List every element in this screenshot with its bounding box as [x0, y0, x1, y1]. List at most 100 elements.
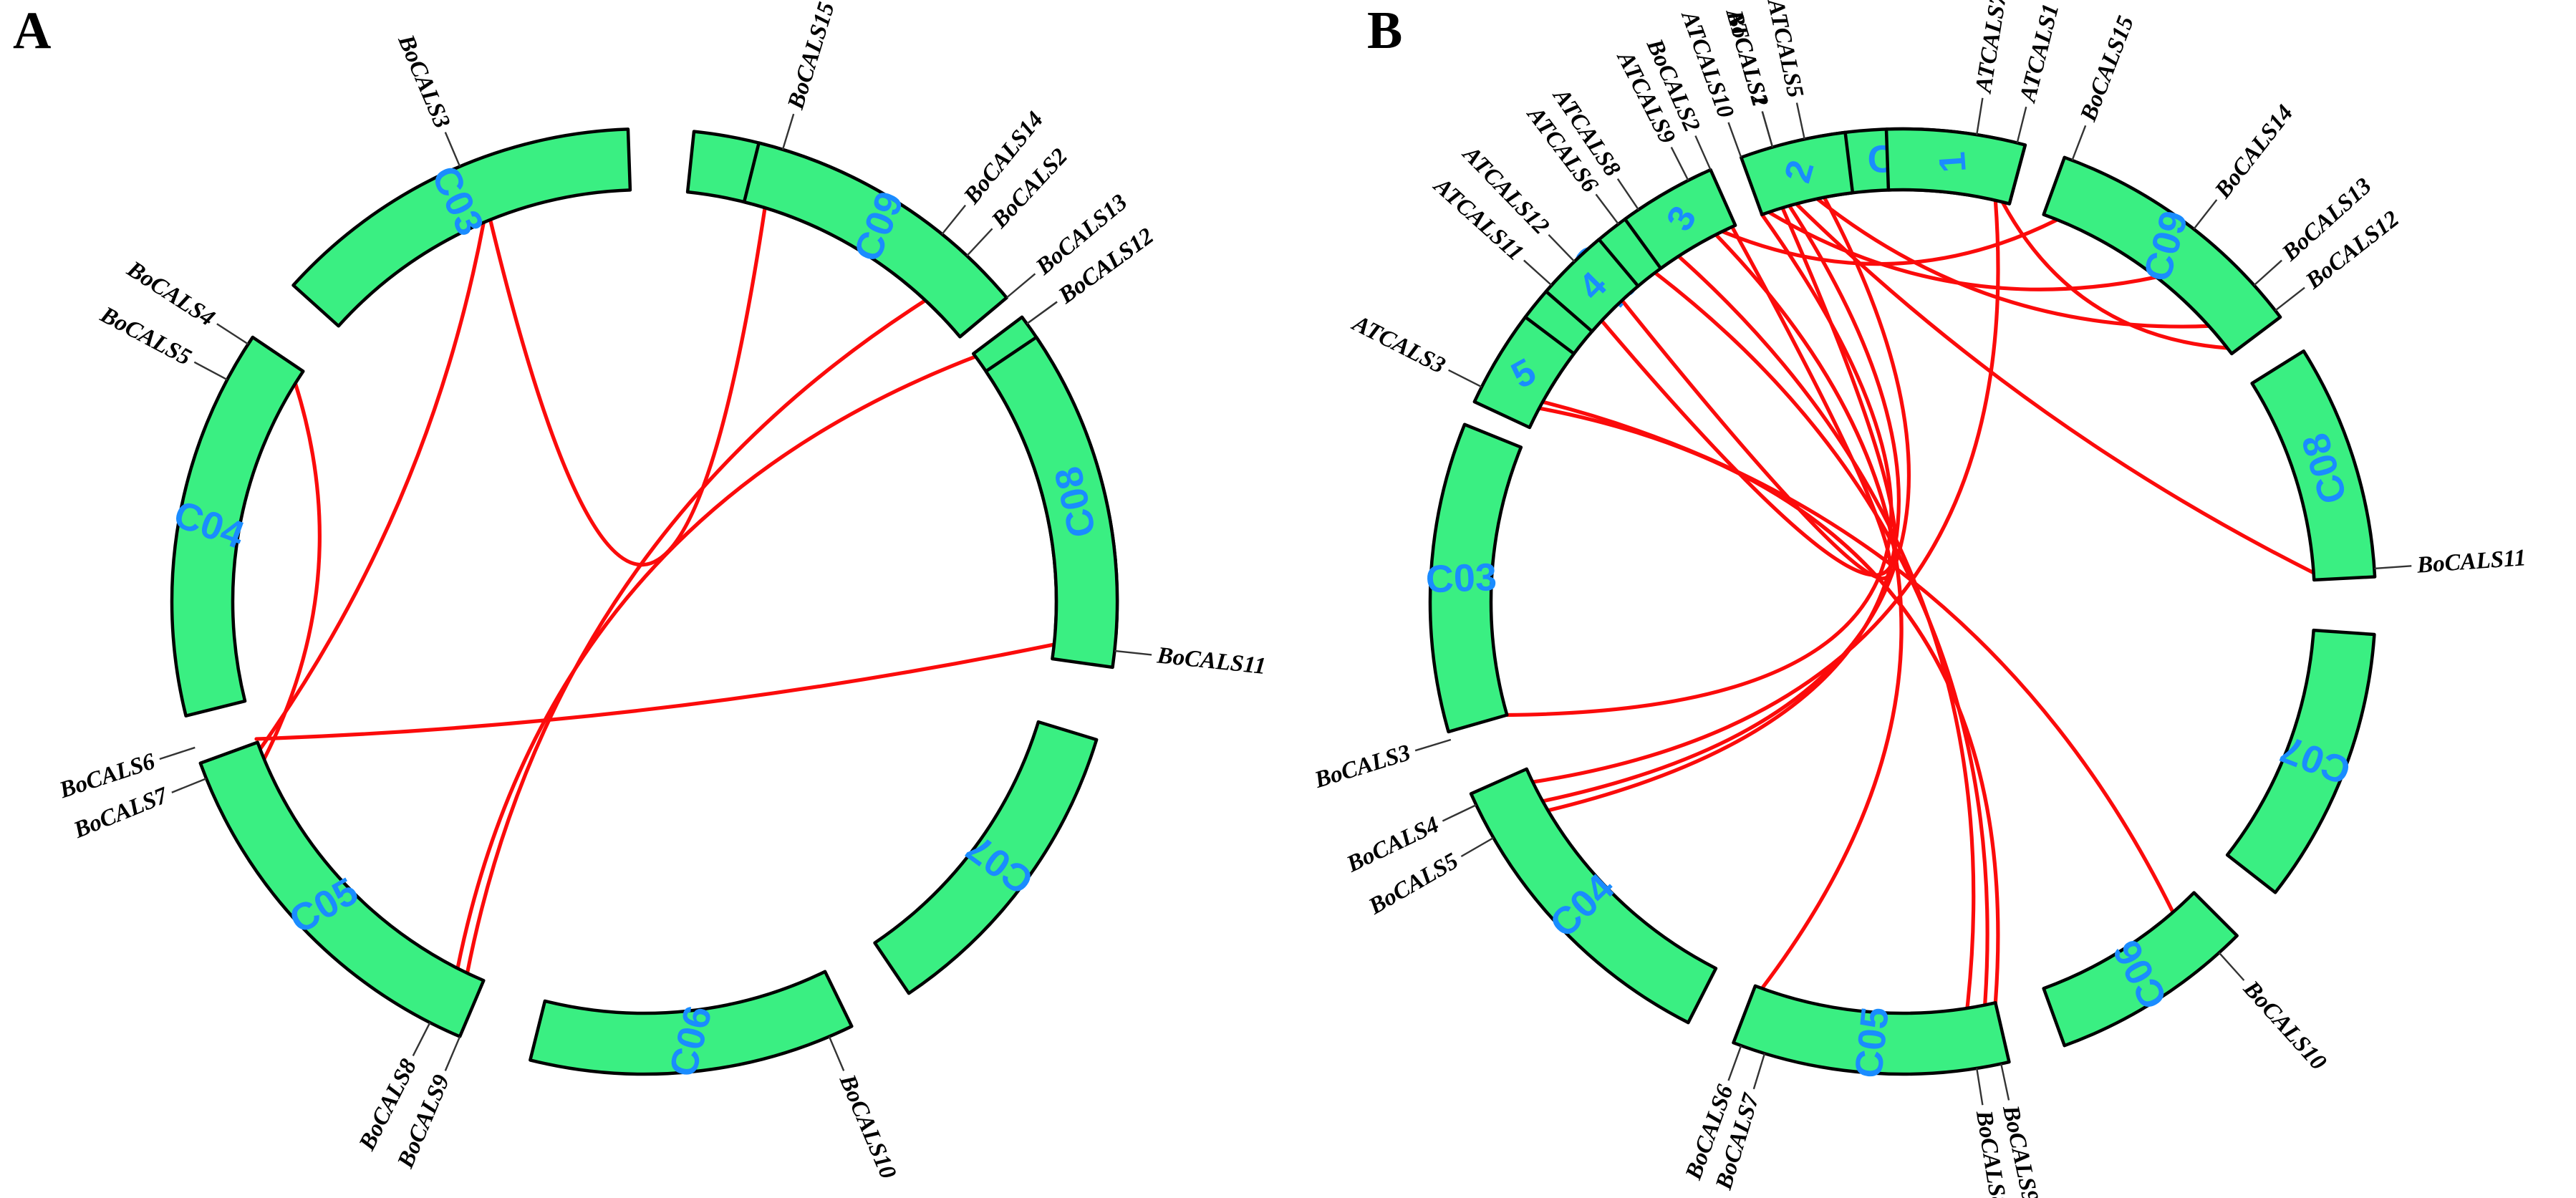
chromosome-segment-c09[interactable]	[742, 141, 1008, 339]
gene-leader-line	[2016, 106, 2027, 143]
gene-label: BoCALS15	[2075, 13, 2139, 126]
gene-leader-line	[2000, 1063, 2010, 1101]
gene-label: ATCALS3	[1347, 310, 1449, 379]
chromosome-segment-at1[interactable]	[1884, 127, 2027, 206]
chromosome-segment-c06[interactable]	[2042, 891, 2239, 1048]
gene-label: BoCALS3	[1311, 740, 1414, 793]
gene-leader-line	[216, 323, 249, 345]
panel-a-letter: A	[13, 1, 52, 60]
gene-leader-line	[444, 1036, 461, 1071]
gene-leader-line	[1795, 102, 1805, 140]
gene-label: BoCALS10	[2238, 975, 2331, 1075]
gene-leader-line	[1005, 273, 1036, 299]
gene-label: ATCALS7	[1971, 0, 2012, 96]
panel-b-circos: C01C02C03C04C05C06C07C08C0912345BoCALS1B…	[1311, 0, 2527, 1198]
gene-leader-line	[1523, 259, 1553, 286]
synteny-link	[488, 206, 767, 567]
synteny-link	[1540, 400, 2175, 914]
chromosome-label: C05	[1847, 1005, 1897, 1081]
gene-leader-line	[193, 361, 228, 381]
gene-leader-line	[1976, 1068, 1984, 1106]
gene-leader-line	[1414, 738, 1452, 752]
gene-leader-line	[781, 113, 795, 150]
synteny-link	[1720, 218, 2059, 266]
gene-leader-line	[2193, 199, 2218, 230]
chromosome-segment-c05[interactable]	[198, 740, 486, 1038]
chromosome-segment-c09[interactable]	[2042, 155, 2282, 356]
synteny-link	[1815, 196, 2211, 329]
synteny-link	[1714, 233, 1904, 990]
chromosome-segment-c07[interactable]	[873, 720, 1099, 995]
gene-leader-line	[1548, 233, 1576, 263]
gene-label: ATCALS5	[1762, 0, 1808, 100]
gene-label: BoCALS3	[392, 31, 455, 132]
gene-leader-line	[1442, 804, 1477, 822]
synteny-link	[1505, 213, 1894, 718]
chromosome-segment-at2[interactable]	[1740, 130, 1855, 216]
gene-leader-line	[412, 1022, 431, 1056]
gene-leader-line	[1460, 836, 1495, 858]
gene-leader-line	[2218, 952, 2245, 981]
chromosome-segment-c05[interactable]	[1732, 984, 2011, 1076]
gene-label: BoCALS11	[2416, 545, 2527, 579]
chromosome-label: C03	[1425, 556, 1497, 601]
gene-leader-line	[2253, 259, 2282, 286]
gene-leader-line	[1595, 193, 1619, 225]
gene-leader-line	[171, 778, 207, 793]
gene-leader-line	[159, 746, 196, 760]
synteny-link-group	[254, 206, 1056, 975]
chromosome-segment-at3[interactable]	[1623, 168, 1737, 271]
gene-label: BoCALS14	[2209, 100, 2298, 203]
gene-label: BoCALS11	[1155, 642, 1267, 680]
chromosome-segment-c08[interactable]	[984, 335, 1119, 670]
chromosome-segment-c03[interactable]	[291, 127, 632, 328]
gene-leader-line	[966, 228, 993, 257]
synteny-link	[465, 298, 927, 975]
chromosome-segment-c04[interactable]	[170, 335, 305, 718]
chromosome-label: 1	[1931, 150, 1974, 174]
gene-leader-line	[1752, 1053, 1766, 1090]
gene-leader-line	[2374, 565, 2412, 570]
gene-leader-line	[1114, 649, 1152, 656]
chromosome-segment-c04[interactable]	[1469, 767, 1718, 1025]
synteny-link	[1545, 203, 1901, 813]
gene-leader-line	[1448, 369, 1482, 388]
gene-leader-line	[1026, 301, 1058, 325]
gene-leader-line	[1694, 135, 1712, 170]
chromosome-segment-at5[interactable]	[1472, 315, 1576, 430]
gene-leader-line	[2071, 125, 2087, 161]
gene-leader-line	[1727, 1045, 1742, 1081]
chromosome-segment-group: C01C02C03C04C05C06C07C08C09	[168, 127, 1119, 1081]
synteny-link	[254, 642, 1056, 741]
chromosome-segment-c07[interactable]	[2225, 628, 2376, 894]
gene-label: ATCALS1	[2015, 1, 2064, 106]
gene-leader-line	[1976, 97, 1984, 135]
synteny-link	[1540, 195, 1911, 803]
gene-leader-line	[941, 204, 967, 235]
gene-leader-line	[2274, 286, 2305, 311]
synteny-link	[1653, 271, 1989, 1008]
chromosome-segment-c06[interactable]	[529, 970, 854, 1076]
synteny-link	[1599, 206, 1898, 577]
synteny-link	[1677, 254, 1976, 1010]
panel-b: B C01C02C03C04C05C06C07C08C0912345BoCALS…	[1287, 0, 2576, 1198]
panel-a: A C01C02C03C04C05C06C07C08C09BoCALS1BoCA…	[13, 0, 1267, 1183]
synteny-link-group	[1505, 195, 2316, 1010]
chromosome-segment-c03[interactable]	[1428, 422, 1523, 734]
chromosome-segment-group: C01C02C03C04C05C06C07C08C0912345	[1425, 127, 2377, 1081]
gene-leader-line	[1761, 111, 1774, 148]
chromosome-segment-at4[interactable]	[1544, 238, 1640, 334]
synteny-link	[455, 354, 978, 970]
gene-leader-line	[444, 132, 461, 167]
synteny-link	[1794, 201, 2316, 575]
panel-a-circos: C01C02C03C04C05C06C07C08C09BoCALS1BoCALS…	[56, 0, 1267, 1183]
synteny-link	[258, 221, 486, 751]
gene-leader-line	[828, 1036, 845, 1071]
gene-leader-line	[1670, 147, 1689, 181]
gene-leader-line	[1727, 122, 1742, 158]
chromosome-segment-c08[interactable]	[2250, 349, 2377, 582]
synteny-link	[262, 381, 322, 761]
gene-leader-line	[1616, 178, 1639, 211]
gene-label: BoCALS10	[834, 1071, 901, 1183]
